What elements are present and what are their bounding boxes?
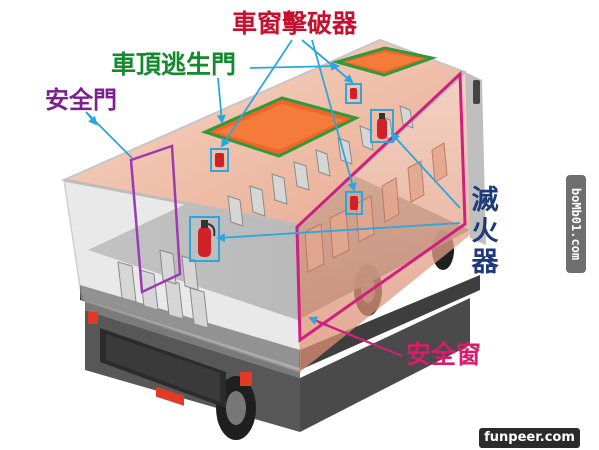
emergency-door-label: 安全門 <box>45 86 117 114</box>
emergency-window-frame <box>295 70 467 343</box>
bus-rear-details <box>88 312 252 408</box>
window-breaker-hammer-icon <box>345 191 363 215</box>
bus-front <box>465 72 486 245</box>
emergency-window-breaker-label: 車窗擊破器 <box>232 9 358 38</box>
emergency-door-frame <box>129 144 182 294</box>
fire-extinguisher-label-char: 器 <box>471 247 499 279</box>
pointer-arrows <box>85 39 461 357</box>
roof-emergency-exit-rear <box>200 96 361 158</box>
fire-extinguisher-label-char: 火 <box>471 216 499 248</box>
window-breaker-hammer-icon <box>210 148 229 172</box>
fire-extinguisher-label: 滅 火 器 <box>468 185 502 278</box>
side-mirror <box>473 80 480 104</box>
side-watermark-text: boMb01.com <box>569 187 583 261</box>
fire-extinguisher-label-char: 滅 <box>471 185 499 216</box>
bottom-watermark-text: funpeer.com <box>484 430 575 445</box>
emergency-window-label: 安全窗 <box>406 340 482 369</box>
fire-extinguisher-icon <box>370 109 394 143</box>
bottom-watermark: funpeer.com <box>479 428 580 448</box>
window-breaker-hammer-icon <box>345 83 362 104</box>
side-watermark: boMb01.com <box>566 175 586 273</box>
roof-emergency-exit-label: 車頂逃生門 <box>111 50 237 79</box>
roof-emergency-exit-front <box>331 46 438 77</box>
